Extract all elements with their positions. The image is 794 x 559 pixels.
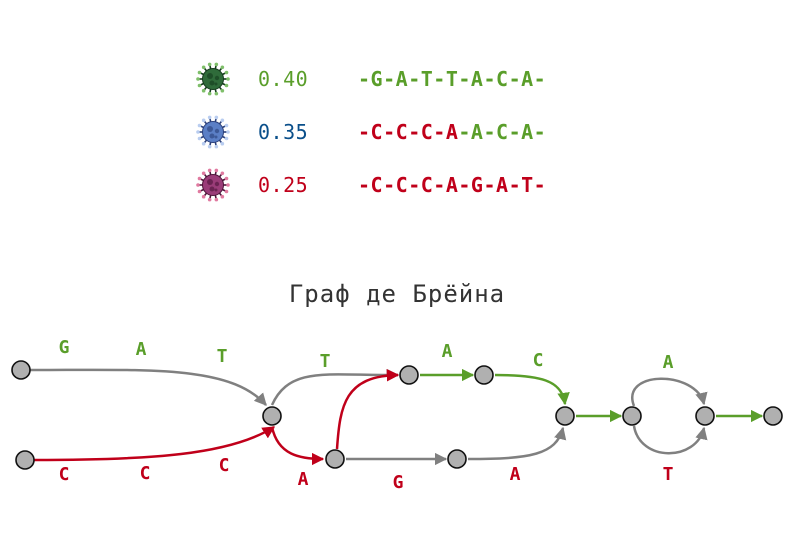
sequence-dash: - <box>383 173 396 197</box>
edge-label: T <box>663 464 674 485</box>
edge-label: T <box>320 351 331 372</box>
sequence-dash: - <box>408 67 421 91</box>
sequence-dash: - <box>533 173 547 197</box>
sequence: -C-C-C-A-A-C-A- <box>358 120 546 144</box>
sequence-letter: A <box>470 67 484 91</box>
edge-red <box>335 368 400 450</box>
sequence-letter: T <box>420 67 434 91</box>
graph-node <box>399 365 419 385</box>
sequence-letter: G <box>370 67 384 91</box>
edge-label: A <box>136 339 147 360</box>
sequence-dash: - <box>483 120 497 144</box>
edge-gray <box>29 368 267 406</box>
edge-label: A <box>442 341 453 362</box>
sequence-letter: A <box>496 173 509 197</box>
edge-gray <box>467 426 567 461</box>
sequence-letter: A <box>521 120 534 144</box>
sequence-dash: - <box>483 67 497 91</box>
edge-red <box>270 426 325 466</box>
edge-label: A <box>510 464 521 485</box>
edge-label: C <box>533 350 544 371</box>
sequence-letter: A <box>521 67 534 91</box>
sequence-dash: - <box>358 120 371 144</box>
edge-label: C <box>140 463 151 484</box>
sequence-letter: A <box>470 120 484 144</box>
sequence-letter: C <box>395 120 409 144</box>
edge-label: G <box>393 472 404 493</box>
graph-node <box>262 406 282 426</box>
sequence-letter: C <box>370 120 384 144</box>
edge-gray <box>631 377 708 407</box>
sequence-dash: - <box>358 173 371 197</box>
frequency-value: 0.40 <box>258 67 309 91</box>
sequence: -C-C-C-A-G-A-T- <box>358 173 546 197</box>
sequence-dash: - <box>408 120 421 144</box>
sequence-dash: - <box>458 120 471 144</box>
sequence-dash: - <box>433 67 446 91</box>
sequence-dash: - <box>508 67 522 91</box>
sequence-letter: G <box>470 173 484 197</box>
sequence-dash: - <box>508 120 522 144</box>
graph-node <box>474 365 494 385</box>
edge-label: C <box>219 455 230 476</box>
sequence-dash: - <box>408 173 421 197</box>
sequence-letter: C <box>420 120 434 144</box>
blue-virus-icon <box>196 115 230 149</box>
edge-gray <box>632 425 708 455</box>
graph-node <box>622 406 642 426</box>
sequence-letter: C <box>420 173 434 197</box>
purple-virus-icon <box>196 168 230 202</box>
edge-label: A <box>663 352 674 373</box>
sequence-dash: - <box>458 173 471 197</box>
sequence-letter: C <box>395 173 409 197</box>
legend-row-1: 0.40 -G-A-T-T-A-C-A- <box>196 61 546 97</box>
sequence-letter: A <box>445 120 459 144</box>
sequence-letter: T <box>445 67 459 91</box>
sequence-dash: - <box>383 120 396 144</box>
sequence-dash: - <box>433 120 446 144</box>
sequence-dash: - <box>383 67 396 91</box>
sequence-dash: - <box>508 173 522 197</box>
sequence-dash: - <box>433 173 446 197</box>
legend-row-2: 0.35 -C-C-C-A-A-C-A- <box>196 114 546 150</box>
edge-gray <box>270 368 400 406</box>
sequence-dash: - <box>358 67 371 91</box>
edge-green <box>494 373 570 406</box>
sequence-letter: C <box>496 67 509 91</box>
sequence-letter: C <box>496 120 509 144</box>
graph-node <box>11 360 31 380</box>
sequence-letter: A <box>445 173 459 197</box>
graph-node <box>15 450 35 470</box>
green-virus-icon <box>196 62 230 96</box>
graph-title: Граф де Брёйна <box>288 280 506 308</box>
frequency-value: 0.25 <box>258 173 309 197</box>
graph-edges <box>29 368 764 466</box>
graph-node <box>325 449 345 469</box>
legend-row-3: 0.25 -C-C-C-A-G-A-T- <box>196 167 546 203</box>
sequence-dash: - <box>533 67 547 91</box>
edge-label: T <box>217 346 228 367</box>
graph-node <box>763 406 783 426</box>
graph-node <box>447 449 467 469</box>
edge-labels: G A T T A C A C C C A G A T <box>59 337 674 493</box>
sequence-letter: A <box>395 67 409 91</box>
sequence-dash: - <box>458 67 471 91</box>
frequency-value: 0.35 <box>258 120 309 144</box>
graph-node <box>695 406 715 426</box>
edge-label: C <box>59 464 70 485</box>
edge-label: G <box>59 337 70 358</box>
sequence-dash: - <box>533 120 547 144</box>
graph-nodes <box>11 360 783 470</box>
sequence-letter: T <box>521 173 534 197</box>
sequence: -G-A-T-T-A-C-A- <box>358 67 546 91</box>
edge-label: A <box>298 469 309 490</box>
edge-red <box>33 425 276 462</box>
graph-node <box>555 406 575 426</box>
sequence-dash: - <box>483 173 497 197</box>
sequence-letter: C <box>370 173 384 197</box>
